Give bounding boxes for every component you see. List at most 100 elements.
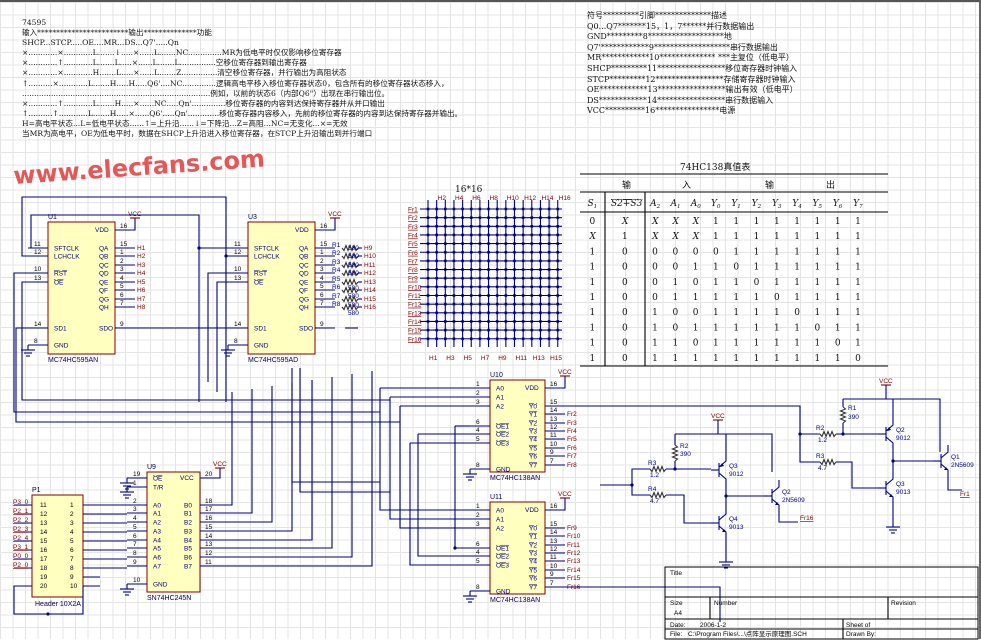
pin-name: QF (99, 288, 108, 295)
table-cell: 1 (590, 354, 596, 364)
chip-part-number: MC74HC595AN (48, 357, 98, 364)
pin-name: OE1 (496, 546, 509, 553)
led-dot (426, 311, 430, 315)
table-cell: 1 (590, 247, 596, 257)
pin-name: Y4 (529, 437, 537, 444)
led-dot (521, 294, 525, 297)
transistor-designator: Q4 (729, 516, 738, 523)
led-dot (539, 250, 542, 254)
led-dot (504, 250, 508, 254)
led-dot (539, 268, 542, 271)
pin-name: QE (99, 280, 109, 287)
led-dot (530, 216, 534, 219)
pin-name: OE2 (496, 554, 509, 561)
net-label: H2 (137, 253, 146, 260)
net-label: H8 (137, 304, 146, 311)
led-dot (469, 207, 473, 211)
pin-name: B1 (184, 511, 192, 518)
pin-number: 3 (320, 266, 324, 273)
pin-number: 5 (476, 436, 480, 443)
pin-number: 1 (120, 249, 124, 256)
led-dot (495, 242, 499, 245)
table-cell: 0 (794, 308, 800, 318)
pin-number: 3 (476, 521, 480, 528)
led-dot (513, 328, 516, 332)
net-label: Fr1 (960, 491, 970, 498)
matrix-column-label: H7 (481, 355, 490, 362)
table-cell: 1 (815, 339, 821, 349)
sheet-label: Sheet of (846, 622, 870, 629)
led-dot (435, 294, 438, 297)
table-cell: 1 (815, 263, 821, 273)
pin-name: Y1 (529, 412, 537, 419)
led-dot (547, 233, 551, 237)
led-dot (461, 259, 464, 263)
led-dot (539, 259, 542, 263)
table-group-header: 输 (622, 179, 631, 191)
pin-name: QG (99, 297, 109, 304)
led-dot (444, 328, 447, 332)
net-label: P0_0 (13, 553, 29, 560)
matrix-column-label: H1 (429, 355, 438, 362)
led-dot (530, 268, 534, 271)
pin-name: SFTCLK (54, 246, 80, 253)
transistor-arrow-icon (775, 502, 779, 505)
led-dot (504, 242, 508, 245)
led-dot (487, 259, 490, 263)
pin-name: OE3 (496, 563, 509, 570)
wire (216, 281, 228, 392)
pin-number: 11 (205, 559, 212, 566)
pin-name: A2 (496, 404, 504, 411)
led-dot (556, 233, 560, 237)
led-dot (556, 216, 560, 219)
matrix-row-label: Fr16 (408, 336, 422, 343)
led-dot (504, 285, 508, 289)
led-dot (547, 320, 551, 323)
table-cell: 0 (590, 217, 596, 227)
transistor-emitter (718, 525, 727, 539)
led-dot (452, 207, 456, 211)
led-dot (444, 276, 447, 280)
matrix-column-label: H14 (541, 195, 553, 202)
table-cell: 1 (794, 293, 800, 303)
pin-number: 16 (40, 547, 48, 554)
net-label: H15 (364, 296, 376, 303)
led-dot (556, 337, 560, 341)
pin-number: 8 (133, 550, 137, 557)
table-cell: 1 (835, 217, 841, 227)
resistor-value: 390 (680, 451, 691, 458)
matrix-row-label: Fr15 (408, 328, 422, 335)
note-line: ↑..........×............L.......H.....H.… (22, 78, 449, 88)
led-dot (435, 276, 438, 280)
matrix-column-label: H6 (472, 195, 481, 202)
pin-number: 14 (234, 321, 242, 328)
net-label: Fr4 (567, 428, 577, 435)
address-wire (220, 374, 353, 558)
led-dot (487, 242, 490, 245)
pin-name: Y3 (529, 429, 537, 436)
net-label: P2_1 (13, 508, 29, 515)
table-cell: 1 (794, 232, 800, 242)
led-dot (521, 311, 525, 315)
pin-name: QD (299, 271, 309, 278)
pin-number: 7 (550, 580, 554, 587)
address-wire (220, 380, 313, 541)
pin-number: 15 (550, 521, 558, 528)
led-dot (495, 250, 499, 254)
title-label: Title (670, 570, 682, 577)
note-line: Q7'************9*******************串行数据输… (587, 42, 778, 52)
table-cell: 0 (622, 263, 628, 273)
led-dot (435, 268, 438, 271)
resistor-icon (341, 261, 359, 269)
chip-body-U10 (489, 379, 546, 473)
table-cell: 1 (733, 293, 739, 303)
pin-name: Y0 (529, 404, 537, 411)
pin-number: 10 (70, 583, 78, 590)
led-dot (426, 294, 430, 297)
table-cell: 1 (733, 323, 739, 333)
led-dot (513, 302, 516, 306)
pin-number: 6 (133, 533, 137, 540)
transistor-arrow-icon (887, 427, 891, 431)
pin-number: 5 (120, 283, 124, 290)
chip-body-U9 (146, 471, 201, 593)
